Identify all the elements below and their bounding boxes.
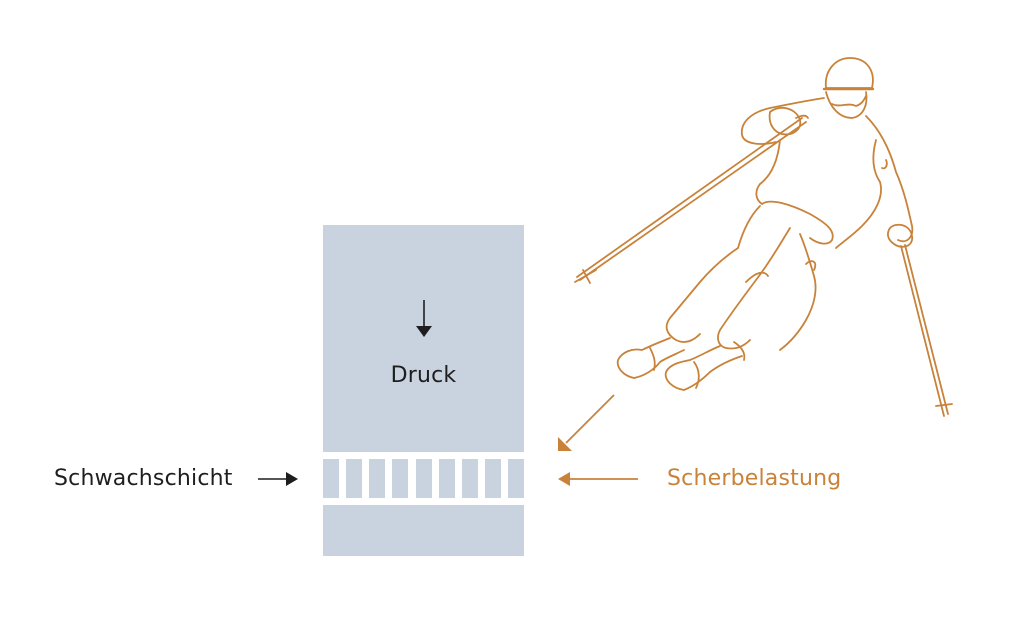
weak-layer-segment [323, 459, 339, 498]
weak-layer-segment [484, 459, 501, 498]
bottom-snow-block [323, 505, 524, 556]
skier-illustration-icon [574, 57, 953, 417]
top-snow-block [323, 225, 524, 452]
pressure-arrow-icon [416, 300, 432, 337]
weak-layer-segment [461, 459, 478, 498]
weak-layer-segment [508, 459, 524, 498]
weak-layer-segment [392, 459, 409, 498]
weak-layer-label: Schwachschicht [54, 466, 233, 491]
skier-force-arrow-icon [558, 394, 615, 451]
weak-layer [323, 459, 524, 498]
weak-layer-segment [346, 459, 363, 498]
weak-layer-segment [415, 459, 432, 498]
weak-layer-segment [369, 459, 386, 498]
shear-arrow-icon [558, 472, 638, 486]
weak-layer-arrow-icon [258, 472, 298, 486]
shear-load-label: Scherbelastung [667, 466, 842, 491]
weak-layer-segment [438, 459, 455, 498]
pressure-label: Druck [390, 363, 457, 388]
